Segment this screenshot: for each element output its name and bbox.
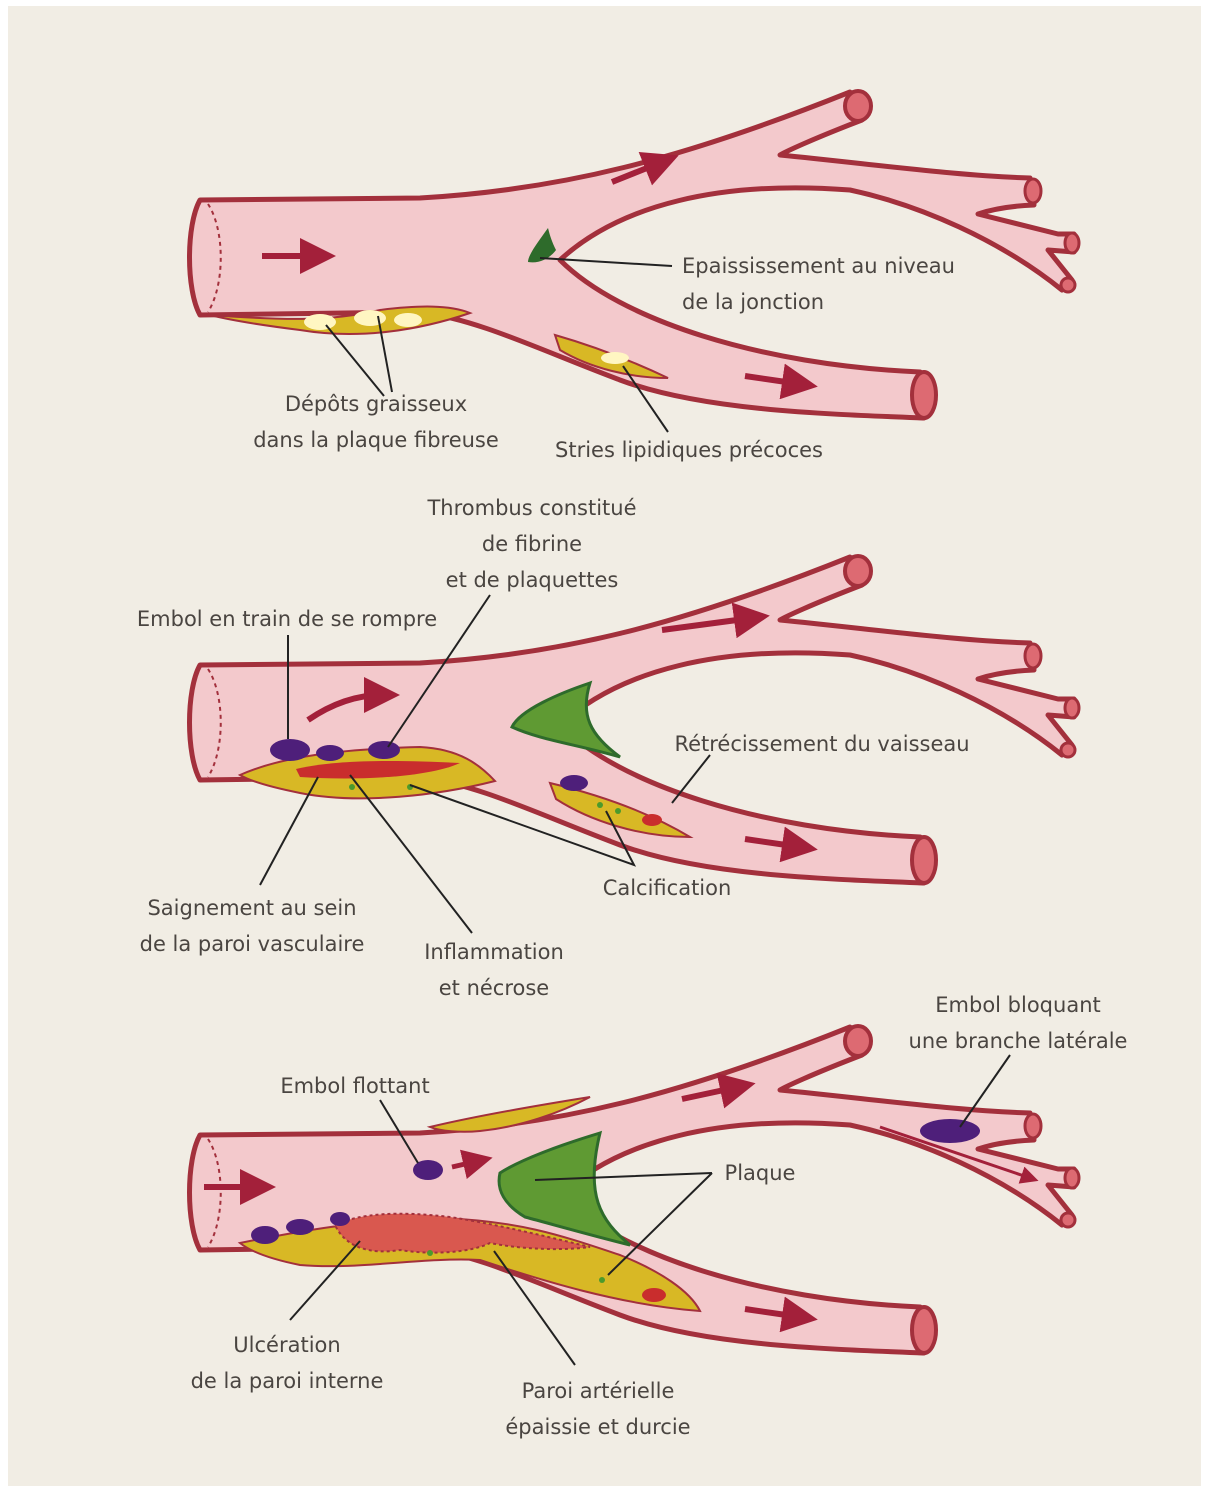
- label-floating-embolus: Embol flottant: [280, 1068, 429, 1104]
- label-narrowing: Rétrécissement du vaisseau: [674, 726, 969, 762]
- embolus: [270, 739, 310, 761]
- calcification-spot: [349, 784, 355, 790]
- embolus: [251, 1226, 279, 1244]
- bleeding-spot: [642, 1288, 666, 1302]
- label-ulceration: Ulcération de la paroi interne: [191, 1327, 384, 1399]
- label-early-lipid-streaks: Stries lipidiques précoces: [555, 432, 823, 468]
- fat-globule: [304, 314, 336, 330]
- label-thickened-wall: Paroi artérielle épaissie et durcie: [505, 1373, 690, 1445]
- label-thrombus: Thrombus constitué de fibrine et de plaq…: [427, 490, 636, 598]
- label-bleeding: Saignement au sein de la paroi vasculair…: [140, 890, 365, 962]
- calcification-spot: [615, 808, 621, 814]
- blocking-embolus: [920, 1119, 980, 1143]
- leader-line: [260, 777, 318, 885]
- calcification-spot: [427, 1250, 433, 1256]
- embolus: [368, 741, 400, 759]
- calcification-spot: [597, 802, 603, 808]
- label-inflammation: Inflammation et nécrose: [424, 934, 564, 1006]
- embolus: [316, 745, 344, 761]
- label-fatty-deposits: Dépôts graisseux dans la plaque fibreuse: [253, 386, 499, 458]
- label-blocking-embolus: Embol bloquant une branche latérale: [909, 987, 1128, 1059]
- leader-line: [350, 775, 472, 933]
- embolus: [560, 775, 588, 791]
- fat-globule: [394, 313, 422, 327]
- label-calcification: Calcification: [603, 870, 732, 906]
- embolus: [330, 1212, 350, 1226]
- label-embolus-breaking: Embol en train de se rompre: [137, 601, 437, 637]
- fat-globule: [601, 352, 629, 364]
- embolus: [286, 1219, 314, 1235]
- label-plaque: Plaque: [725, 1155, 796, 1191]
- bleeding-spot: [642, 814, 662, 826]
- fat-globule: [354, 310, 386, 326]
- calcification-spot: [599, 1277, 605, 1283]
- label-junction-thickening: Epaississement au niveau de la jonction: [682, 248, 955, 320]
